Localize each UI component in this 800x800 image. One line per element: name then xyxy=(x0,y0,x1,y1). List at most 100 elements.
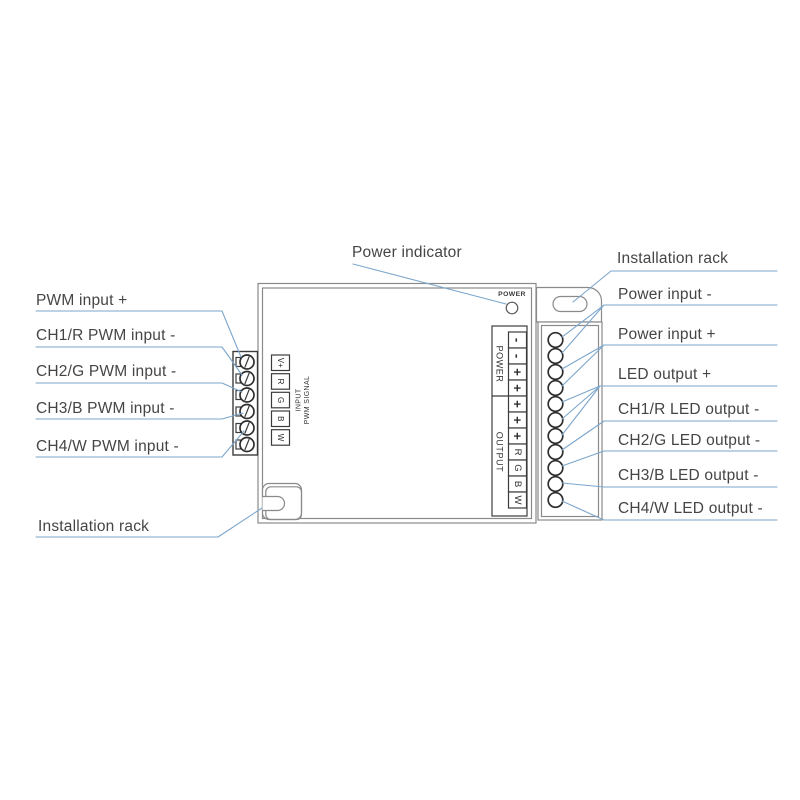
screw-slot xyxy=(244,372,250,385)
leader-line xyxy=(561,482,778,488)
callout-ch4-led-output: CH4/W LED output - xyxy=(561,500,778,521)
power-section-label: POWER xyxy=(495,345,505,382)
leader-line xyxy=(35,310,242,358)
callout-power-input-plus: Power input + xyxy=(561,326,778,387)
input-signal-boxes: V+ R G B W INPUT PWM SIGNAL xyxy=(270,354,311,446)
terminal-symbol: B xyxy=(276,416,285,421)
mounting-oval-hole xyxy=(552,295,588,313)
callout-pwm-input-plus: PWM input + xyxy=(35,292,242,358)
controller-body xyxy=(257,282,537,524)
rack-inner-edge xyxy=(540,324,600,518)
leader-line xyxy=(561,385,778,436)
callout-label: CH2/G LED output - xyxy=(618,432,760,449)
terminal-box xyxy=(270,373,291,390)
terminal-symbol: W xyxy=(276,434,285,442)
terminal-symbol: + xyxy=(510,400,525,408)
callout-label: Power input - xyxy=(618,286,712,303)
callout-label: Power input + xyxy=(618,326,716,343)
terminal-symbol: + xyxy=(510,368,525,376)
callout-power-input-minus: Power input - xyxy=(561,286,778,354)
leader-line xyxy=(35,507,263,538)
leader-line xyxy=(352,263,507,305)
callout-ch4-pwm-input: CH4/W PWM input - xyxy=(35,430,245,458)
terminal-symbol: + xyxy=(510,416,525,424)
screw-terminal xyxy=(547,411,564,429)
terminal-box xyxy=(270,391,291,409)
terminal-symbol: + xyxy=(510,384,525,392)
callout-ch2-pwm-input: CH2/G PWM input - xyxy=(35,363,243,393)
terminal-symbol: W xyxy=(512,496,523,505)
callout-label: Installation rack xyxy=(38,518,149,535)
callouts-right: Power input - Power input + LED output +… xyxy=(561,286,778,521)
screw-terminal xyxy=(547,395,564,413)
body-inner-edge xyxy=(261,287,533,520)
terminal-symbol: G xyxy=(276,397,285,403)
mounting-rack-plate xyxy=(535,286,603,323)
leader-line xyxy=(561,500,778,521)
callout-label: PWM input + xyxy=(36,292,127,309)
terminal-symbol: R xyxy=(276,379,285,385)
terminal-symbol: - xyxy=(510,338,525,342)
screw-terminal xyxy=(547,379,564,397)
output-section-label: OUTPUT xyxy=(495,432,505,473)
callout-ch1-pwm-input: CH1/R PWM input - xyxy=(35,327,243,376)
terminal-symbol: R xyxy=(512,449,523,456)
bottom-left-mounting-tab xyxy=(261,482,303,521)
screw-terminal xyxy=(547,363,564,381)
screw-terminal xyxy=(547,331,564,349)
terminal-symbol: G xyxy=(512,464,523,471)
mounting-u-slot xyxy=(262,495,286,512)
leader-line xyxy=(572,270,778,303)
terminal-box xyxy=(270,354,291,372)
screw-terminal xyxy=(547,459,564,477)
terminal-box xyxy=(507,491,528,509)
callout-ch3-pwm-input: CH3/B PWM input - xyxy=(35,400,244,420)
callouts-top: Power indicator Installation rack xyxy=(352,244,778,305)
pwm-input-terminal-block xyxy=(232,350,259,456)
callout-label: Power indicator xyxy=(352,244,462,261)
power-led-label: POWER xyxy=(498,291,526,298)
screw-terminal xyxy=(547,347,564,365)
screw-slot xyxy=(244,438,250,451)
leader-line xyxy=(35,346,243,376)
callout-label: CH4/W LED output - xyxy=(618,500,763,517)
leader-line xyxy=(35,430,245,458)
callout-label: CH3/B LED output - xyxy=(618,467,759,484)
leader-line xyxy=(35,412,244,420)
leader-line xyxy=(561,420,778,451)
power-led xyxy=(505,301,519,315)
input-title-line2: PWM SIGNAL xyxy=(304,376,311,425)
callout-label: CH1/R LED output - xyxy=(618,401,759,418)
terminal-symbol: - xyxy=(510,354,525,358)
screw-slot xyxy=(244,356,250,368)
callout-ch2-led-output: CH2/G LED output - xyxy=(561,432,778,467)
screw-slot xyxy=(244,405,250,418)
terminal-box xyxy=(270,410,291,428)
power-indicator: POWER xyxy=(498,291,526,315)
callout-ch3-led-output: CH3/B LED output - xyxy=(561,467,778,488)
callout-label: CH4/W PWM input - xyxy=(36,438,179,455)
leader-line xyxy=(561,304,778,354)
leader-line xyxy=(561,450,778,467)
callout-led-output-plus: LED output + xyxy=(561,366,778,436)
callouts-left: PWM input + CH1/R PWM input - CH2/G PWM … xyxy=(35,292,263,538)
terminal-symbol: B xyxy=(512,481,523,487)
power-output-strip: POWER OUTPUT - - + + + + + R G B W xyxy=(491,325,528,517)
screw-terminal xyxy=(547,443,564,461)
terminal-symbol: + xyxy=(510,432,525,440)
input-title-line1: INPUT xyxy=(296,388,303,411)
screw-slot xyxy=(244,422,250,434)
callout-label: CH3/B PWM input - xyxy=(36,400,175,417)
screw-terminal xyxy=(547,475,564,493)
terminal-symbol: V+ xyxy=(276,358,285,368)
output-terminal-rack xyxy=(537,321,603,521)
callout-label: Installation rack xyxy=(617,250,728,267)
leader-line xyxy=(561,344,778,387)
callout-installation-rack-left: Installation rack xyxy=(35,507,263,538)
callout-label: CH1/R PWM input - xyxy=(36,327,175,344)
leader-line xyxy=(35,382,243,393)
screw-slot xyxy=(244,389,250,401)
callout-installation-rack-right: Installation rack xyxy=(572,250,778,303)
